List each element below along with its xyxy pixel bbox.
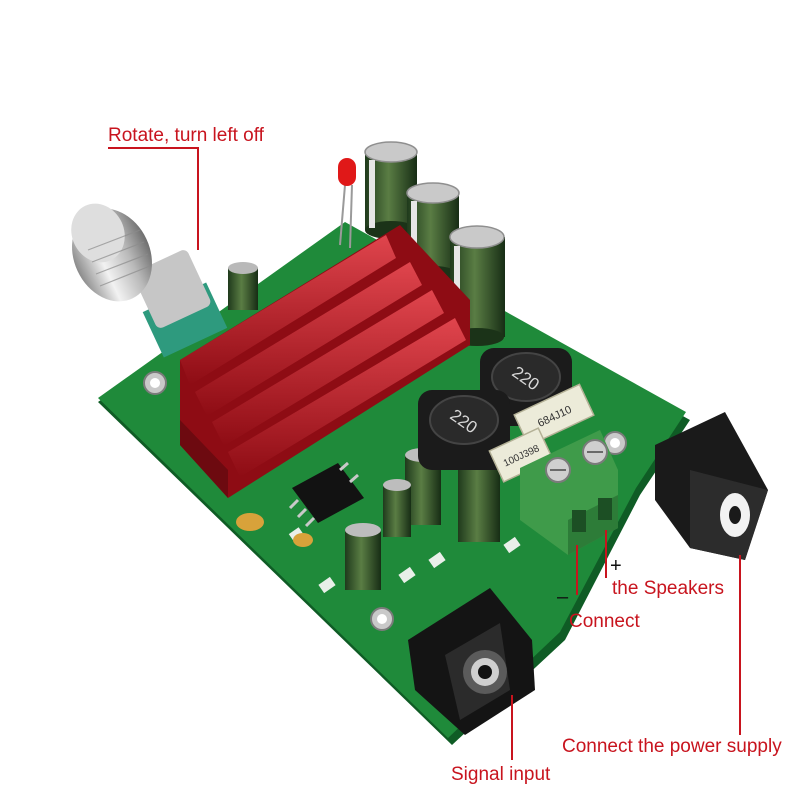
small-capacitor <box>383 479 411 537</box>
connect-label: Connect <box>569 611 640 632</box>
signal-input-label: Signal input <box>451 764 551 785</box>
screw-terminal-icon <box>520 430 618 555</box>
small-capacitor <box>345 523 381 590</box>
heatsink <box>180 225 470 498</box>
speakers-label: the Speakers <box>612 578 724 599</box>
rotate-pointer-line <box>108 147 199 250</box>
small-capacitor <box>228 262 258 310</box>
power-supply-label: Connect the power supply <box>562 736 782 757</box>
resistor: 100J398 <box>488 427 554 483</box>
minus-sign: – <box>557 586 569 608</box>
annotation-lines <box>108 147 741 760</box>
dc-jack-icon[interactable] <box>655 412 768 560</box>
volume-knob-icon[interactable] <box>57 195 228 358</box>
rotate-label: Rotate, turn left off <box>108 125 264 146</box>
audio-jack-icon[interactable] <box>408 588 535 735</box>
ceramic-capacitor <box>293 533 313 547</box>
ceramic-capacitor <box>236 513 264 531</box>
ic-chip <box>288 461 364 528</box>
led-icon <box>338 158 356 249</box>
inductor: 220 <box>418 390 510 470</box>
plus-sign: + <box>610 555 622 577</box>
